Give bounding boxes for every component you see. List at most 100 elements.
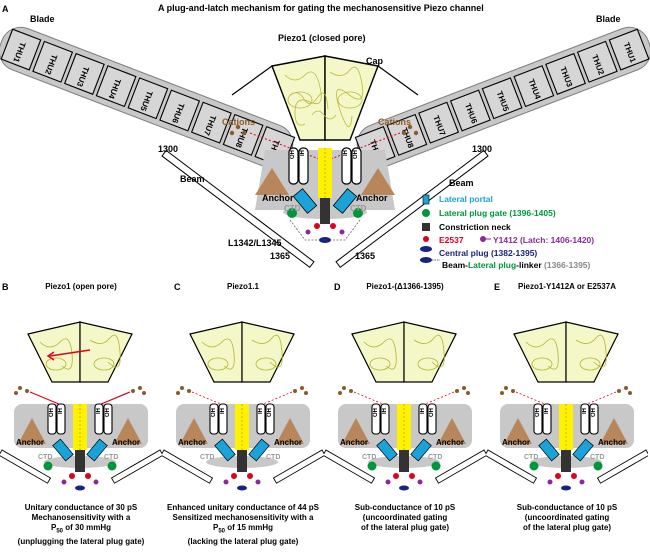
caption-line: Sub-conductance of 10 pS bbox=[354, 503, 456, 512]
ih-label: IH bbox=[220, 408, 226, 414]
thu-tile bbox=[63, 52, 105, 95]
beam-label-left: Beam bbox=[180, 174, 205, 184]
oh-label: OH bbox=[49, 408, 55, 417]
caption-line: Enhanced unitary conductance of 44 pS bbox=[166, 503, 320, 512]
legend-central-plug: Central plug (1382-1395) bbox=[439, 248, 538, 258]
structure-title: Piezo1 (closed pore) bbox=[278, 33, 366, 43]
panel-title: Piezo1-Y1412A or E2537A bbox=[518, 282, 616, 291]
panel-title: Piezo1-(Δ1366-1395) bbox=[366, 282, 444, 291]
thu-tile bbox=[545, 52, 587, 95]
ih-label-right: IH bbox=[343, 150, 349, 156]
ih-label: IH bbox=[420, 408, 426, 414]
oh-label: OH bbox=[290, 150, 296, 159]
ctd-label: CTD bbox=[104, 454, 119, 461]
caption-line: Unitary conductance of 30 pS bbox=[24, 503, 138, 512]
blade-label-left: Blade bbox=[30, 14, 55, 24]
anchor-label: Anchor bbox=[178, 438, 206, 447]
thu-tile bbox=[608, 28, 650, 71]
thu-tile bbox=[576, 40, 618, 83]
thu-tile bbox=[481, 77, 523, 120]
beam-linker-part2: Lateral plug bbox=[467, 260, 517, 270]
panel-diagram bbox=[162, 321, 324, 491]
ih-label: IH bbox=[300, 150, 306, 156]
ih-label: IH bbox=[258, 408, 264, 414]
panel-diagram bbox=[486, 321, 648, 491]
residue-1365-left: 1365 bbox=[270, 251, 291, 261]
cap-label: Cap bbox=[366, 56, 384, 66]
ctd-label-left: CTD bbox=[284, 204, 301, 213]
anchor-label: Anchor bbox=[436, 438, 464, 447]
residue-1300-left: 1300 bbox=[158, 144, 179, 154]
oh-label: OH bbox=[373, 408, 379, 417]
panel-title: Piezo1 (open pore) bbox=[45, 282, 117, 291]
panel-caption: Sub-conductance of 10 pS(uncoordinated g… bbox=[324, 503, 486, 533]
oh-label: OH bbox=[267, 408, 273, 417]
figure-title: A plug-and-latch mechanism for gating th… bbox=[158, 3, 484, 13]
ih-label: IH bbox=[96, 408, 102, 414]
beam-linker-part3: -linker bbox=[516, 260, 542, 270]
ctd-label: CTD bbox=[428, 454, 443, 461]
panel-title: Piezo1.1 bbox=[226, 282, 259, 291]
oh-label-right: OH bbox=[353, 150, 359, 159]
beam-label-right: Beam bbox=[449, 178, 474, 188]
ctd-label-right: CTD bbox=[350, 204, 367, 213]
anchor-label-left: Anchor bbox=[262, 193, 294, 203]
caption-line: Sensitized mechanosensitivity with a bbox=[172, 513, 314, 522]
caption-line: (uncoordinated gating bbox=[524, 513, 610, 522]
anchor-label: Anchor bbox=[502, 438, 530, 447]
anchor-label: Anchor bbox=[340, 438, 368, 447]
panel-diagram bbox=[0, 321, 162, 491]
oh-label: OH bbox=[429, 408, 435, 417]
panel-caption: Sub-conductance of 10 pS(uncoordinated g… bbox=[486, 503, 648, 533]
ctd-label: CTD bbox=[590, 454, 605, 461]
thu-tile bbox=[0, 28, 42, 71]
legend-beam-linker: Beam-Lateral plug-linker (1366-1395) bbox=[442, 260, 590, 270]
anchor-label: Anchor bbox=[598, 438, 626, 447]
thu-tile bbox=[513, 65, 555, 108]
cations-label-left: Cations bbox=[222, 117, 256, 127]
caption-p50-line: P50 of 30 mmHg bbox=[50, 523, 112, 535]
cation-dots bbox=[229, 124, 419, 136]
thu-tile bbox=[32, 40, 74, 83]
cap-structure bbox=[284, 66, 364, 127]
panel-letter-a: A bbox=[2, 4, 9, 14]
beam-linker-part4: (1366-1395) bbox=[541, 260, 591, 270]
panel-diagram bbox=[324, 321, 486, 491]
legend-e2537: E2537 bbox=[439, 235, 464, 245]
legend-constriction-neck: Constriction neck bbox=[439, 222, 511, 232]
thu-tile bbox=[418, 101, 460, 144]
oh-label: OH bbox=[211, 408, 217, 417]
anchor-label: Anchor bbox=[16, 438, 44, 447]
residue-1300-right: 1300 bbox=[472, 144, 493, 154]
oh-label: OH bbox=[591, 408, 597, 417]
caption-line: Mechanosensitivity with a bbox=[31, 513, 131, 522]
pore-helices bbox=[288, 147, 362, 185]
caption-line: (lacking the lateral plug gate) bbox=[187, 536, 299, 546]
right-anchor bbox=[361, 168, 395, 195]
caption-line: (uncoordinated gating bbox=[362, 513, 448, 522]
residue-1365-right: 1365 bbox=[355, 251, 376, 261]
caption-p50-line: P50 of 15 mmHg bbox=[212, 523, 274, 535]
legend-lateral-portal: Lateral portal bbox=[439, 194, 493, 204]
thu-tile bbox=[159, 89, 201, 132]
panel-letter-e: E bbox=[494, 282, 501, 292]
cations-label-right: Cations bbox=[378, 117, 412, 127]
caption-line: of the lateral plug gate) bbox=[522, 523, 611, 532]
ctd-label: CTD bbox=[38, 454, 53, 461]
caption-line: Sub-conductance of 10 pS bbox=[516, 503, 618, 512]
ctd-label: CTD bbox=[362, 454, 377, 461]
anchor-label: Anchor bbox=[274, 438, 302, 447]
panel-letter-b: B bbox=[2, 282, 9, 292]
left-beam bbox=[161, 149, 315, 269]
thu-tile bbox=[127, 77, 169, 120]
residues-l1342: L1342/L1345 bbox=[228, 238, 282, 248]
left-anchor bbox=[255, 168, 289, 195]
